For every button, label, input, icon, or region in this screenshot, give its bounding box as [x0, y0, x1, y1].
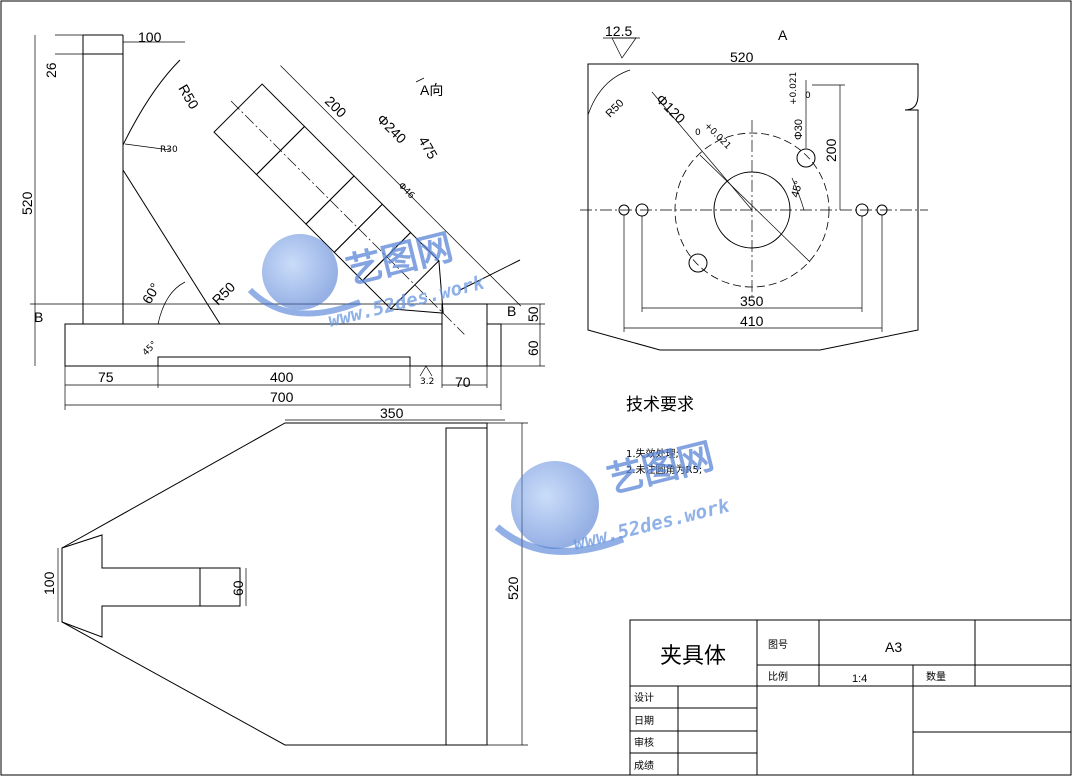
va-dim-phi30: Φ30 — [793, 119, 805, 140]
va-dim-350: 350 — [740, 293, 764, 309]
roughness-12-5: 12.5 — [605, 23, 632, 39]
part-name: 夹具体 — [660, 644, 726, 669]
va-phi30-tol-lower: 0 — [805, 91, 811, 101]
dim-400: 400 — [270, 369, 294, 385]
va-dim-520: 520 — [730, 49, 754, 65]
watermark-main-2: 艺图网 — [603, 436, 718, 502]
tv-dim-60: 60 — [230, 580, 246, 596]
va-dim-200: 200 — [823, 138, 839, 162]
dim-475: 475 — [415, 134, 441, 162]
tv-dim-520: 520 — [505, 576, 521, 600]
r-small-label: R30 — [160, 145, 178, 155]
va-tol-lower: 0 — [695, 128, 701, 138]
requirements-heading: 技术要求 — [626, 395, 694, 415]
row-design: 设计 — [634, 691, 654, 704]
requirement-2: 2.未注圆角为R5; — [626, 463, 702, 476]
globe-logo-icon — [262, 234, 338, 310]
view-a: A 12.5 520 R50 Φ120 +0.021 0 Φ30 +0.021 … — [580, 23, 928, 351]
va-dim-410: 410 — [740, 313, 764, 329]
va-tol-upper: +0.021 — [702, 121, 733, 152]
va-angle-45: 45° — [789, 180, 805, 199]
dim-angle-60: 60° — [139, 280, 163, 306]
section-b-right: B — [507, 303, 516, 319]
dim-phi240: Φ240 — [374, 111, 410, 147]
watermark-1: 艺图网 www.52des.work — [247, 227, 488, 332]
title-block: 夹具体 图号 A3 比例 1:4 数量 设计 日期 审核 成绩 — [629, 619, 1072, 776]
dim-520: 520 — [19, 191, 35, 215]
dim-50: 50 — [525, 306, 541, 322]
dim-700: 700 — [270, 389, 294, 405]
front-view: R30 B B 3.2 100 26 520 R50 R50 200 — [19, 29, 545, 410]
roughness-small: 3.2 — [420, 377, 434, 387]
dim-200: 200 — [322, 93, 350, 121]
va-dim-phi120: Φ120 — [653, 91, 689, 127]
row-review: 审核 — [634, 736, 654, 749]
globe-logo-icon-2 — [511, 461, 599, 549]
view-a-direction: A向 — [420, 82, 443, 98]
dim-26: 26 — [43, 62, 59, 78]
view-a-label: A — [778, 27, 788, 43]
dim-70: 70 — [455, 374, 471, 390]
scale-label: 比例 — [768, 670, 788, 683]
sheet-size: A3 — [885, 639, 902, 655]
va-dim-r50: R50 — [604, 97, 627, 120]
dim-angle-45: 45° — [141, 340, 159, 358]
watermark-2: 艺图网 www.52des.work — [494, 436, 733, 555]
scale-value: 1:4 — [852, 673, 867, 685]
technical-requirements: 技术要求 1.失效处理; 2.未注圆角为R5; — [626, 395, 702, 476]
tv-dim-100: 100 — [41, 571, 57, 595]
dim-75: 75 — [98, 369, 114, 385]
dim-r50a: R50 — [175, 82, 202, 112]
top-view: 350 520 100 60 — [41, 405, 528, 746]
section-b-left: B — [34, 309, 43, 325]
tv-dim-350: 350 — [380, 405, 404, 421]
dim-100: 100 — [138, 29, 162, 45]
va-phi30-tol-upper: +0.021 — [789, 72, 799, 105]
drawing-no-label: 图号 — [768, 639, 788, 651]
requirement-1: 1.失效处理; — [626, 447, 679, 460]
row-grade: 成绩 — [634, 759, 654, 772]
dim-60: 60 — [525, 340, 541, 356]
row-date: 日期 — [634, 715, 654, 727]
quantity-label: 数量 — [926, 670, 946, 683]
